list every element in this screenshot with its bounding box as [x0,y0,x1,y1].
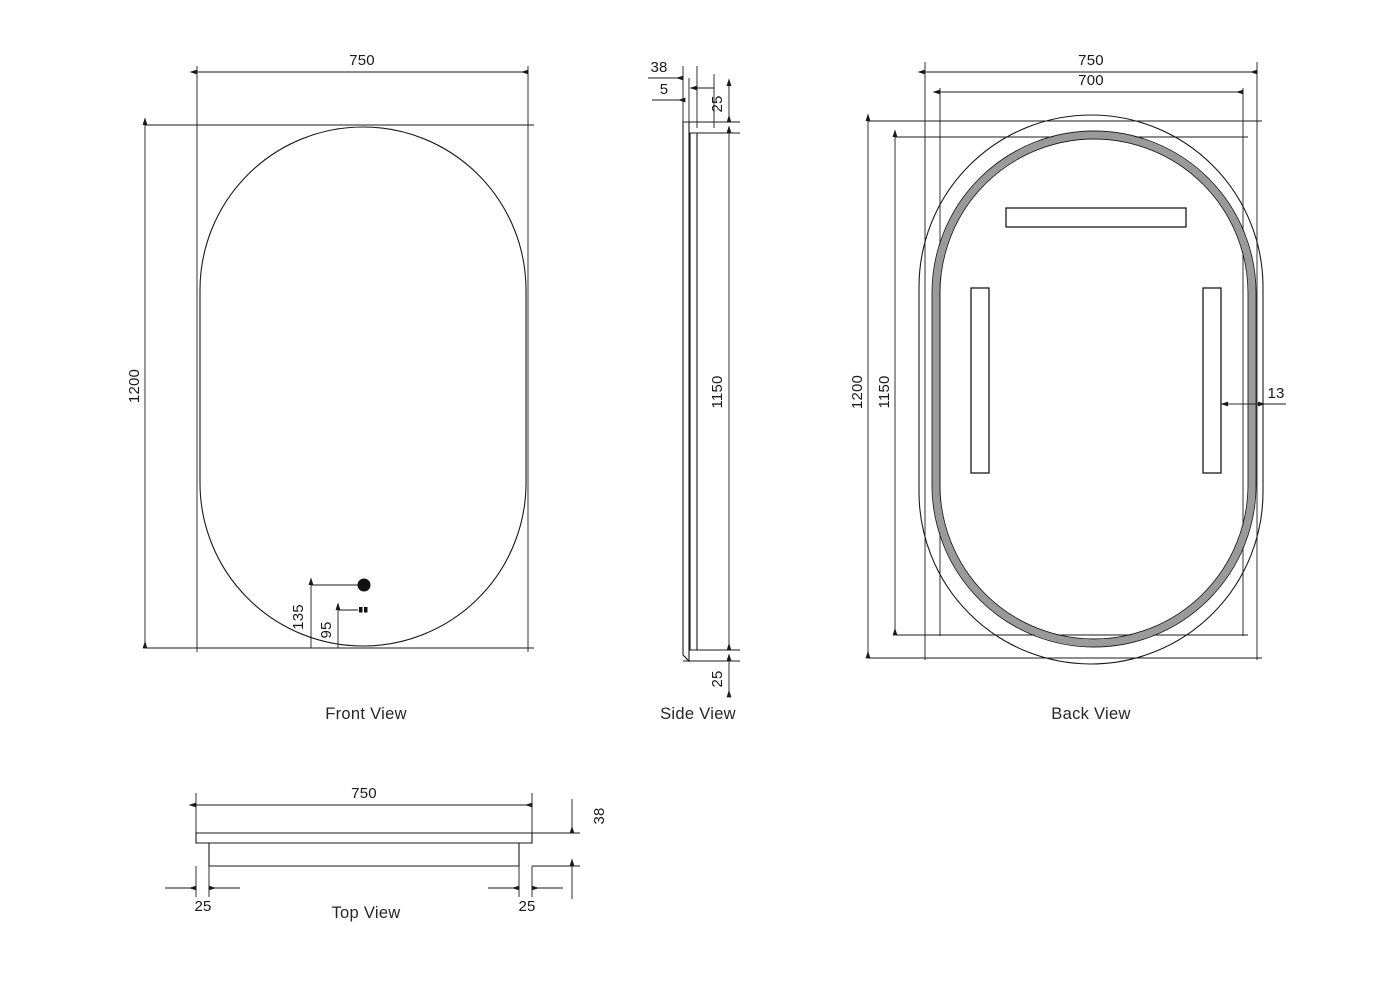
back-dim-1150-text: 1150 [876,375,893,408]
front-mirror-outline [200,127,526,646]
top-dim-38: 38 [569,799,608,899]
top-extension-lines [195,793,580,897]
top-dim-25-left-text: 25 [194,898,211,915]
side-dim-5-text: 5 [660,81,669,98]
top-view-label: Top View [331,904,400,922]
view-top: 750 38 25 25 Top View [165,785,608,922]
side-dim-25-top-text: 25 [709,95,726,112]
demister-marker-icon [359,607,363,613]
back-dim-1200: 1200 [849,113,871,659]
front-dim-95-text: 95 [318,621,335,638]
back-top-rectangle [1005,207,1187,228]
view-front: 750 1200 135 95 [126,52,534,723]
top-dim-750-text: 750 [351,785,377,802]
back-dim-1200-text: 1200 [849,375,866,409]
front-dim-height: 1200 [126,117,148,649]
front-view-label: Front View [325,705,407,723]
top-dim-25-right-text: 25 [518,898,535,915]
back-outer-outline [919,115,1263,664]
back-dim-750-text: 750 [1078,52,1104,69]
front-dim-height-text: 1200 [126,369,143,403]
front-dim-135-text: 135 [290,604,307,630]
back-led-band [931,130,1257,648]
back-dim-1150: 1150 [876,129,898,636]
back-dim-700-text: 700 [1078,72,1104,89]
back-dim-13: 13 [1220,385,1286,407]
back-dim-13-text: 13 [1267,385,1284,402]
back-view-label: Back View [1051,705,1130,723]
side-view-label: Side View [660,705,736,723]
view-side: 38 5 25 1150 25 Side [648,59,740,723]
top-dim-25-right: 25 [488,885,563,915]
back-left-mounting-rail [970,287,990,474]
side-dim-1150-text: 1150 [709,375,726,408]
top-dim-750: 750 [188,785,533,808]
side-dim-38: 38 [648,59,684,81]
side-dim-25-bottom: 25 [709,653,732,698]
front-dim-width: 750 [189,52,529,75]
side-profile [683,122,697,661]
side-dim-1150: 1150 [709,125,732,651]
back-dim-750: 750 [917,52,1258,75]
front-sensor-group: 135 95 [290,577,371,648]
view-back: 750 700 1200 1150 [849,52,1286,723]
side-dim-5: 5 [652,81,686,103]
demister-marker-icon-2 [364,607,368,613]
side-extension-lines [682,66,740,662]
top-mirror-plate [196,833,532,843]
back-right-mounting-rail [1202,287,1222,474]
top-dim-38-text: 38 [591,807,608,824]
top-frame-body [209,843,519,866]
back-dim-700: 700 [932,72,1244,95]
touch-sensor-icon [357,578,371,592]
side-dim-25-top: 25 [689,78,732,123]
side-dim-38-text: 38 [650,59,667,76]
top-dim-25-left: 25 [165,885,240,915]
front-dim-width-text: 750 [349,52,375,69]
side-dim-25-bottom-text: 25 [709,670,726,687]
front-extension-lines [145,66,534,652]
